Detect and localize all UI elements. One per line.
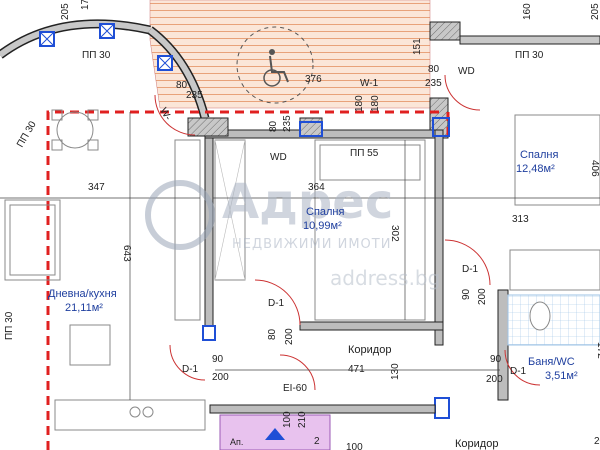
room-area-living: 21,11м² xyxy=(65,302,103,314)
column-marker xyxy=(99,23,115,39)
room-area-bathroom: 3,51м² xyxy=(545,370,578,382)
tag-pp30: ПП 30 xyxy=(515,50,544,61)
svg-text:100: 100 xyxy=(282,411,293,428)
room-labels: Дневна/кухня 21,11м² Спалня 10,99м² Спал… xyxy=(48,149,578,450)
bed-bedroom-2 xyxy=(314,139,426,321)
svg-text:160: 160 xyxy=(522,3,533,20)
room-name-living: Дневна/кухня xyxy=(48,288,117,300)
svg-text:235: 235 xyxy=(425,78,442,89)
svg-text:302: 302 xyxy=(389,225,400,242)
tag-door-d1: D-1 xyxy=(268,298,285,309)
dimension-labels: 347 364 313 643 302 471 376 151 406 235 … xyxy=(4,0,600,450)
tag-pp55: ПП 55 xyxy=(350,148,379,159)
exterior-wall-top xyxy=(429,21,600,139)
svg-text:90: 90 xyxy=(461,288,472,300)
tv-cabinet xyxy=(174,139,201,321)
svg-text:200: 200 xyxy=(284,328,295,345)
watermark-brand: Адрес xyxy=(222,174,393,230)
room-name-bathroom: Баня/WC xyxy=(528,356,575,368)
wardrobe xyxy=(214,139,246,281)
curved-bay-wall xyxy=(0,19,210,120)
svg-text:406: 406 xyxy=(589,160,600,177)
svg-text:W-: W- xyxy=(157,106,173,122)
sofa xyxy=(4,199,61,281)
tag-labels: ПП 30 ПП 30 ПП 55 W-1 WD WD D-1 D-1 D-1 … xyxy=(82,50,544,447)
svg-text:80: 80 xyxy=(268,120,279,132)
svg-text:90: 90 xyxy=(212,354,224,365)
svg-text:210: 210 xyxy=(297,411,308,428)
tag-window-w1: W-1 xyxy=(360,78,379,89)
svg-text:90: 90 xyxy=(490,354,502,365)
svg-text:643: 643 xyxy=(121,245,132,262)
svg-text:151: 151 xyxy=(412,38,423,55)
svg-text:235: 235 xyxy=(186,90,203,101)
svg-text:180: 180 xyxy=(354,95,365,112)
room-name-corridor-2: Коридор xyxy=(455,438,498,450)
svg-text:313: 313 xyxy=(512,214,529,225)
column-marker xyxy=(157,55,173,71)
dining-table xyxy=(51,109,99,151)
watermark: Адрес НЕДВИЖИМИ ИМОТИ address.bg xyxy=(145,174,440,290)
tag-wardrobe: WD xyxy=(458,66,475,77)
tag-door-d1: D-1 xyxy=(462,264,479,275)
stair-zone xyxy=(219,414,331,450)
svg-text:235: 235 xyxy=(282,115,293,132)
wheelchair-icon xyxy=(236,26,314,104)
svg-text:ПП 30: ПП 30 xyxy=(4,311,15,340)
door-swing xyxy=(154,74,541,391)
svg-text:364: 364 xyxy=(308,182,325,193)
room-name-bedroom-1: Спалня xyxy=(520,149,559,161)
armchair xyxy=(69,324,111,366)
room-area-bedroom-1: 12,48м² xyxy=(516,163,555,175)
bathroom-tiles xyxy=(507,294,600,346)
svg-text:471: 471 xyxy=(348,364,365,375)
svg-text:172: 172 xyxy=(595,342,600,359)
tag-wardrobe: WD xyxy=(270,152,287,163)
svg-text:200: 200 xyxy=(212,372,229,383)
room-area-bedroom-2: 10,99м² xyxy=(303,220,342,232)
dimension-lines xyxy=(0,112,600,400)
svg-text:205: 205 xyxy=(60,3,71,20)
svg-text:80: 80 xyxy=(267,328,278,340)
watermark-site: address.bg xyxy=(330,266,440,290)
room-name-bedroom-2: Спалня xyxy=(306,206,345,218)
svg-text:200: 200 xyxy=(486,374,503,385)
tag-door-ei60: EI-60 xyxy=(283,383,307,394)
svg-text:376: 376 xyxy=(305,74,322,85)
svg-text:180: 180 xyxy=(370,95,381,112)
tag-door-d1: D-1 xyxy=(182,364,199,375)
svg-text:80: 80 xyxy=(176,80,188,91)
svg-text:347: 347 xyxy=(88,182,105,193)
svg-text:200: 200 xyxy=(477,288,488,305)
tag-door-d1: D-1 xyxy=(510,366,527,377)
svg-text:100: 100 xyxy=(346,442,363,450)
kitchen-unit-right xyxy=(509,249,600,291)
tag-pp30: ПП 30 xyxy=(82,50,111,61)
room-name-corridor: Коридор xyxy=(348,344,391,356)
svg-text:20: 20 xyxy=(594,436,600,447)
bed-bedroom-1 xyxy=(514,114,600,206)
svg-text:2: 2 xyxy=(314,436,320,447)
svg-text:205: 205 xyxy=(590,3,600,20)
kitchen-counter xyxy=(54,399,206,431)
column-marker xyxy=(39,31,55,47)
svg-text:80: 80 xyxy=(428,64,440,75)
svg-text:175: 175 xyxy=(80,0,91,10)
svg-text:ПП 30: ПП 30 xyxy=(15,119,39,149)
watermark-tagline: НЕДВИЖИМИ ИМОТИ xyxy=(232,237,391,252)
corner-tag: Ап. xyxy=(230,437,243,447)
svg-text:130: 130 xyxy=(390,363,401,380)
